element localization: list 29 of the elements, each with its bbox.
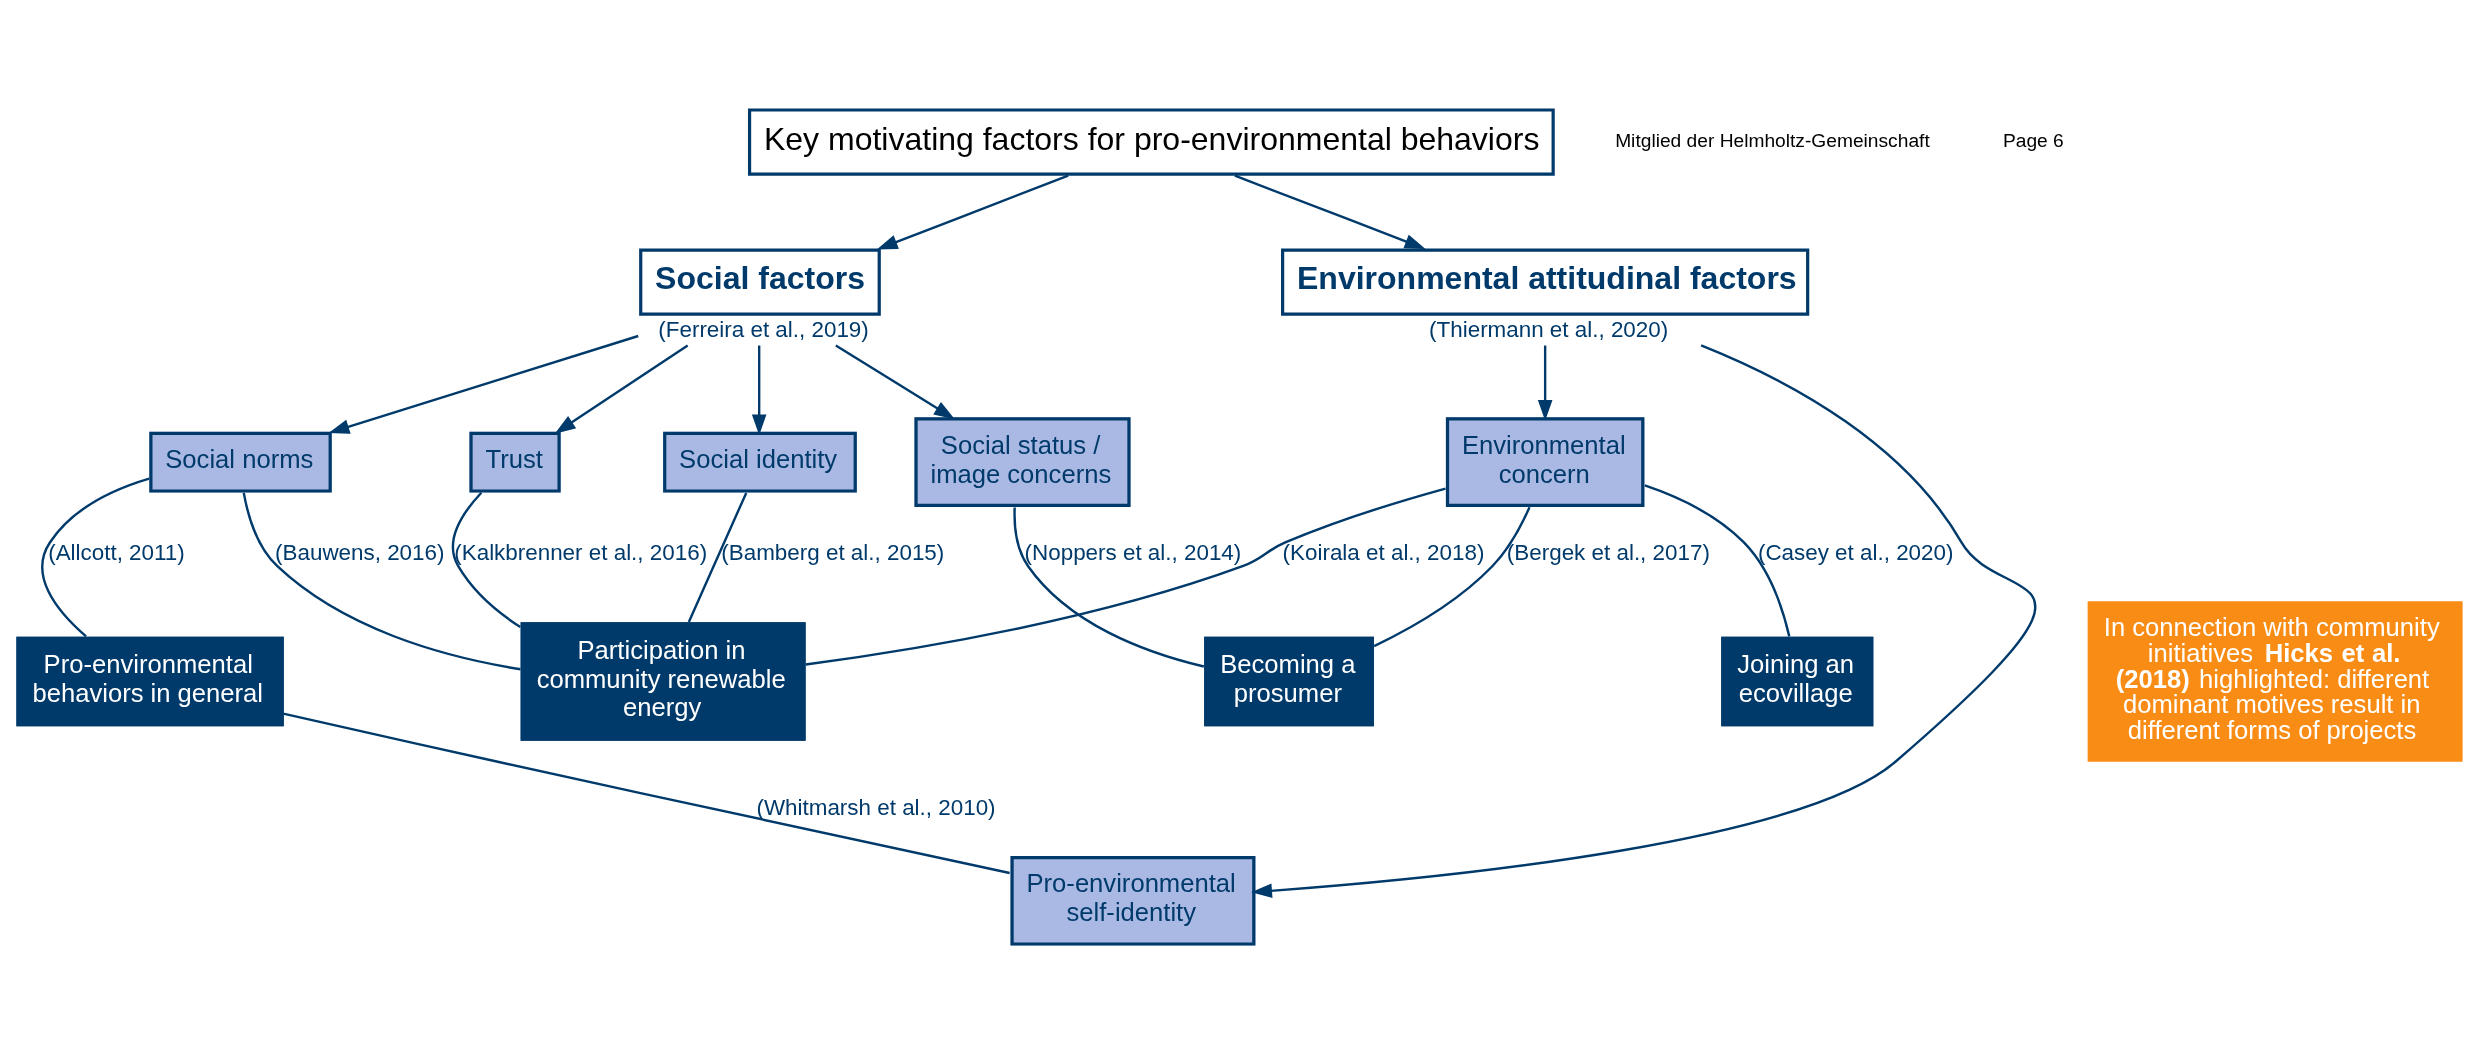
node-label: (Thiermann et al., 2020) xyxy=(1429,316,1669,342)
connector xyxy=(283,712,1010,875)
edge-label: (Noppers et al., 2014) xyxy=(1024,540,1242,566)
label: Page 6 xyxy=(2002,129,2064,151)
arrow xyxy=(835,344,955,420)
connector xyxy=(451,491,521,628)
edge-label: (Kalkbrenner et al., 2016) xyxy=(454,540,708,566)
connector xyxy=(687,492,748,623)
connector xyxy=(41,477,150,638)
connector xyxy=(805,487,1446,666)
edge-label: (Bergek et al., 2017) xyxy=(1506,540,1710,566)
edge-label: (Koirala et al., 2018) xyxy=(1282,540,1485,566)
arrow xyxy=(1234,174,1426,249)
connector xyxy=(1644,484,1791,637)
connector xyxy=(1013,507,1205,668)
arrow xyxy=(1251,344,2036,899)
connector xyxy=(1373,506,1531,648)
edge-label: (Casey et al., 2020) xyxy=(1757,540,1954,566)
edge-label: (Bauwens, 2016) xyxy=(275,540,445,566)
arrow xyxy=(1537,345,1553,421)
edge-label: (Whitmarsh et al., 2010) xyxy=(756,794,996,820)
label: Mitglied der Helmholtz-Gemeinschaft xyxy=(1615,129,1930,151)
arrow xyxy=(554,344,689,434)
edge-label: (Allcott, 2011) xyxy=(48,540,185,566)
arrow xyxy=(876,174,1069,250)
edge-label: (Bamberg et al., 2015) xyxy=(721,540,945,566)
arrow xyxy=(328,334,639,434)
node-label: (Ferreira et al., 2019) xyxy=(658,316,869,342)
connector xyxy=(242,492,521,671)
